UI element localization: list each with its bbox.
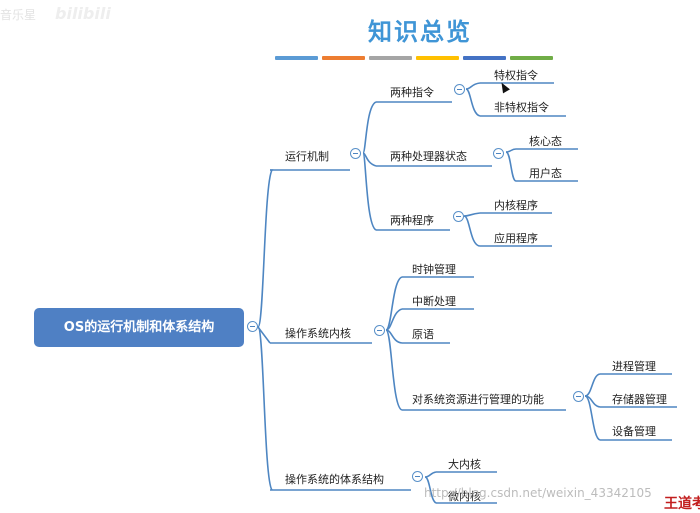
node-device-management: 设备管理	[612, 425, 656, 438]
node-two-instructions: 两种指令	[390, 86, 434, 99]
b3-to-c1	[424, 471, 437, 478]
node-two-programs: 两种程序	[390, 214, 434, 227]
bilibili-logo: bilibili	[55, 4, 111, 23]
resource-management-collapse-icon[interactable]	[573, 391, 584, 402]
c2-to-g2	[505, 151, 517, 182]
b2-to-c1	[385, 276, 403, 331]
root-node-label: OS的运行机制和体系结构	[63, 320, 215, 335]
branch-label-mechanism: 运行机制	[285, 150, 329, 163]
tree-connectors	[257, 82, 677, 504]
branch-1-collapse-icon[interactable]	[350, 148, 361, 159]
title-bar-5	[463, 56, 506, 60]
c3-to-g2	[463, 215, 481, 247]
branch-label-architecture: 操作系统的体系结构	[285, 473, 384, 486]
two-programs-collapse-icon[interactable]	[453, 211, 464, 222]
node-monolithic-kernel: 大内核	[448, 458, 481, 471]
title-bar-6	[510, 56, 553, 60]
c3-to-g1	[463, 212, 481, 217]
node-privileged-instruction: 特权指令	[494, 69, 538, 82]
node-nonprivileged-instruction: 非特权指令	[494, 101, 549, 114]
title-bar-4	[416, 56, 459, 60]
node-clock-management: 时钟管理	[412, 263, 456, 276]
two-cpu-states-collapse-icon[interactable]	[493, 148, 504, 159]
node-resource-management: 对系统资源进行管理的功能	[412, 393, 544, 406]
b3-to-c2	[424, 476, 437, 504]
c4-to-g1	[584, 373, 601, 397]
root-to-branch-3	[257, 326, 273, 491]
b1-to-c1	[362, 101, 377, 154]
top-left-watermark: 音乐星	[0, 8, 37, 22]
branch-3-collapse-icon[interactable]	[412, 471, 423, 482]
node-application-program: 应用程序	[494, 232, 538, 245]
corner-watermark: 王道考	[664, 496, 700, 512]
title-bar-2	[322, 56, 365, 60]
node-two-cpu-states: 两种处理器状态	[390, 150, 467, 163]
node-interrupt-handling: 中断处理	[412, 295, 456, 308]
node-memory-management: 存储器管理	[612, 393, 667, 406]
branch-2-collapse-icon[interactable]	[374, 325, 385, 336]
title-bar-3	[369, 56, 412, 60]
c1-to-g2	[465, 88, 481, 117]
c1-to-g1	[465, 82, 481, 90]
node-kernel-program: 内核程序	[494, 199, 538, 212]
branch-label-kernel: 操作系统内核	[285, 327, 351, 340]
csdn-watermark: http://blog.csdn.net/weixin_43342105	[424, 486, 652, 500]
root-to-branch-1	[257, 169, 274, 328]
c2-to-g1	[505, 148, 517, 153]
title-color-bars	[275, 56, 553, 60]
title-bar-1	[275, 56, 318, 60]
node-kernel-mode: 核心态	[529, 135, 562, 148]
c4-to-g3	[584, 395, 601, 441]
root-collapse-icon[interactable]	[247, 321, 258, 332]
node-primitive: 原语	[412, 328, 434, 341]
root-to-branch-2	[257, 326, 271, 344]
b2-to-c4	[385, 329, 403, 411]
b1-to-c3	[362, 152, 377, 231]
page-title: 知识总览	[368, 18, 472, 46]
node-microkernel: 微内核	[448, 490, 481, 503]
root-node-box[interactable]	[34, 308, 244, 347]
node-user-mode: 用户态	[529, 167, 562, 180]
two-instructions-collapse-icon[interactable]	[454, 84, 465, 95]
node-process-management: 进程管理	[612, 360, 656, 373]
